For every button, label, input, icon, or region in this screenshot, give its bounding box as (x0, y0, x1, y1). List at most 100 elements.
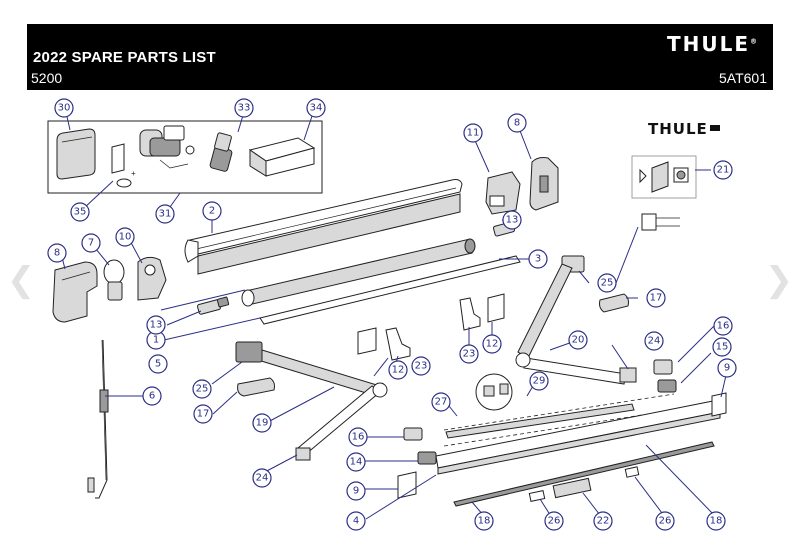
svg-text:12: 12 (392, 365, 405, 376)
svg-text:8: 8 (514, 118, 520, 129)
svg-text:5: 5 (155, 359, 161, 370)
page-title: 2022 SPARE PARTS LIST (33, 49, 216, 66)
svg-text:9: 9 (353, 486, 359, 497)
svg-text:23: 23 (415, 361, 428, 372)
svg-text:35: 35 (74, 207, 87, 218)
part-endcap-9-right (711, 392, 727, 417)
part-rail-18-bottom (453, 441, 715, 507)
chevron-right-icon[interactable]: ❯ (764, 260, 794, 300)
part-clip-15 (657, 379, 677, 393)
callout-18-left: 18 (474, 511, 494, 531)
svg-text:11: 11 (467, 128, 480, 139)
callout-21: 21 (713, 160, 733, 180)
model-number: 5200 (31, 70, 63, 86)
callout-7: 7 (81, 233, 101, 253)
callout-20: 20 (568, 330, 588, 350)
part-plate-12-right (487, 293, 505, 323)
callout-3: 3 (528, 249, 548, 269)
svg-text:7: 7 (88, 238, 94, 249)
part-clip-16-right (653, 359, 673, 375)
callout-11: 11 (463, 123, 483, 143)
svg-text:25: 25 (196, 384, 209, 395)
callout-19: 19 (252, 413, 272, 433)
callout-26-right: 26 (655, 511, 675, 531)
svg-text:9: 9 (724, 363, 730, 374)
part-connector-13-left (197, 296, 230, 315)
callout-5: 5 (148, 354, 168, 374)
article-code: 5AT601 (719, 70, 767, 86)
callout-13-left: 13 (146, 315, 166, 335)
callout-9-right: 9 (717, 358, 737, 378)
svg-text:31: 31 (159, 209, 172, 220)
part-plate-12-left (357, 327, 377, 355)
part-fabric-strip-5 (259, 255, 521, 325)
callout-24-left: 24 (252, 468, 272, 488)
callout-23-left: 23 (411, 356, 431, 376)
svg-text:18: 18 (478, 516, 491, 527)
callout-31: 31 (155, 204, 175, 224)
callout-26-left: 26 (544, 511, 564, 531)
callout-14: 14 (346, 452, 366, 472)
callout-10: 10 (115, 227, 135, 247)
part-crank-6 (87, 339, 109, 499)
svg-text:26: 26 (548, 516, 561, 527)
part-control-box-34 (248, 137, 316, 177)
part-clip-16-left (403, 427, 423, 441)
svg-text:13: 13 (506, 215, 519, 226)
leader-lines (60, 109, 728, 522)
svg-text:4: 4 (353, 516, 359, 527)
part-cover-17-right (599, 293, 629, 313)
callout-15: 15 (712, 337, 732, 357)
part-rail-27 (443, 373, 675, 447)
part-bracket-23-left (385, 327, 411, 361)
part-cover-30 (56, 128, 96, 180)
callout-23-right: 23 (459, 344, 479, 364)
svg-text:34: 34 (310, 103, 323, 114)
svg-text:1: 1 (153, 335, 159, 346)
callout-6: 6 (142, 386, 162, 406)
svg-text:21: 21 (717, 165, 730, 176)
part-kit-21 (631, 155, 697, 199)
svg-text:17: 17 (197, 409, 210, 420)
svg-text:19: 19 (256, 418, 269, 429)
callout-2: 2 (202, 201, 222, 221)
part-gear-7 (103, 259, 125, 301)
callout-27: 27 (431, 392, 451, 412)
svg-text:18: 18 (710, 516, 723, 527)
part-bracket-35: + (111, 143, 136, 188)
svg-text:24: 24 (256, 473, 269, 484)
svg-text:15: 15 (716, 342, 729, 353)
callout-4: 4 (346, 511, 366, 531)
header-bar: 2022 SPARE PARTS LIST 5200 5AT601 THULE® (27, 24, 773, 90)
svg-text:27: 27 (435, 397, 448, 408)
callout-12-right: 12 (482, 334, 502, 354)
header-logo: THULE® (666, 32, 757, 56)
part-motor-assembly (139, 125, 195, 169)
svg-text:10: 10 (119, 232, 132, 243)
part-endcap-9-left (397, 471, 417, 499)
callout-13-right: 13 (502, 210, 522, 230)
svg-text:17: 17 (650, 293, 663, 304)
svg-text:23: 23 (463, 349, 476, 360)
part-profile-2 (184, 179, 463, 275)
callout-16-right: 16 (713, 316, 733, 336)
svg-text:8: 8 (54, 248, 60, 259)
svg-text:2: 2 (209, 206, 215, 217)
callout-9-left: 9 (346, 481, 366, 501)
callout-17-right: 17 (646, 288, 666, 308)
svg-text:6: 6 (149, 391, 155, 402)
svg-text:16: 16 (717, 321, 730, 332)
inset-box (47, 120, 323, 194)
svg-text:3: 3 (535, 254, 541, 265)
part-bracket-11 (485, 171, 521, 215)
svg-text:13: 13 (150, 320, 163, 331)
part-cover-17-left (237, 377, 275, 397)
callout-34: 34 (306, 98, 326, 118)
svg-text:30: 30 (58, 103, 71, 114)
callout-22: 22 (593, 511, 613, 531)
svg-text:29: 29 (533, 376, 546, 387)
part-arm-19 (235, 341, 388, 461)
callout-18-right: 18 (706, 511, 726, 531)
chevron-left-icon[interactable]: ❮ (6, 260, 36, 300)
callout-17-left: 17 (193, 404, 213, 424)
